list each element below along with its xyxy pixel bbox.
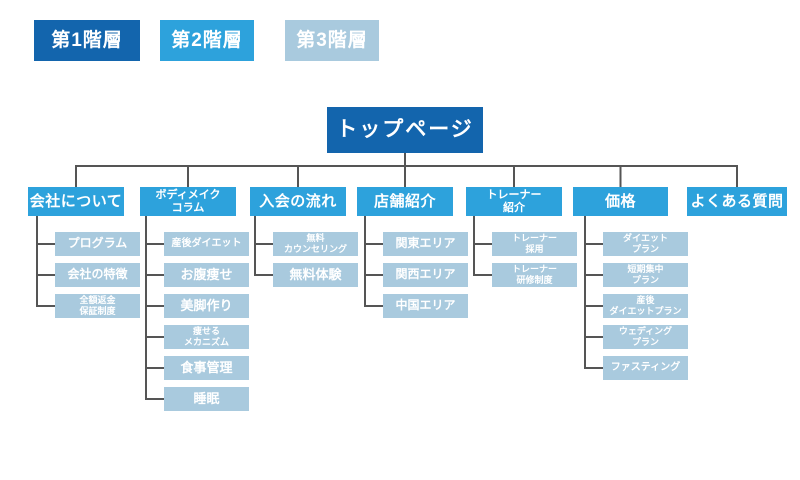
section-node-2: 入会の流れ: [250, 187, 346, 216]
child-node-1-2: 美脚作り: [164, 294, 249, 318]
child-node-1-1: お腹痩せ: [164, 263, 249, 287]
child-node-2-1: 無料体験: [273, 263, 358, 287]
child-node-4-1: トレーナー 研修制度: [492, 263, 577, 287]
child-node-5-4: ファスティング: [603, 356, 688, 380]
legend-item-level2: 第2階層: [160, 20, 254, 61]
child-node-0-2: 全額返金 保証制度: [55, 294, 140, 318]
child-node-3-1: 関西エリア: [383, 263, 468, 287]
child-node-5-1: 短期集中 プラン: [603, 263, 688, 287]
child-node-3-2: 中国エリア: [383, 294, 468, 318]
child-node-5-2: 産後 ダイエットプラン: [603, 294, 688, 318]
child-node-0-0: プログラム: [55, 232, 140, 256]
child-node-0-1: 会社の特徴: [55, 263, 140, 287]
section-node-0: 会社について: [28, 187, 124, 216]
child-node-1-0: 産後ダイエット: [164, 232, 249, 256]
section-node-4: トレーナー 紹介: [466, 187, 562, 216]
child-node-5-0: ダイエット プラン: [603, 232, 688, 256]
child-node-4-0: トレーナー 採用: [492, 232, 577, 256]
section-node-3: 店舗紹介: [357, 187, 453, 216]
legend-item-level3: 第3階層: [285, 20, 379, 61]
child-node-3-0: 関東エリア: [383, 232, 468, 256]
section-node-5: 価格: [573, 187, 668, 216]
child-node-1-3: 痩せる メカニズム: [164, 325, 249, 349]
child-node-1-5: 睡眠: [164, 387, 249, 411]
section-node-6: よくある質問: [687, 187, 787, 216]
child-node-1-4: 食事管理: [164, 356, 249, 380]
section-node-1: ボディメイク コラム: [140, 187, 236, 216]
child-node-5-3: ウェディング プラン: [603, 325, 688, 349]
legend-item-level1: 第1階層: [34, 20, 140, 61]
child-node-2-0: 無料 カウンセリング: [273, 232, 358, 256]
root-node-top-page: トップページ: [327, 107, 483, 153]
